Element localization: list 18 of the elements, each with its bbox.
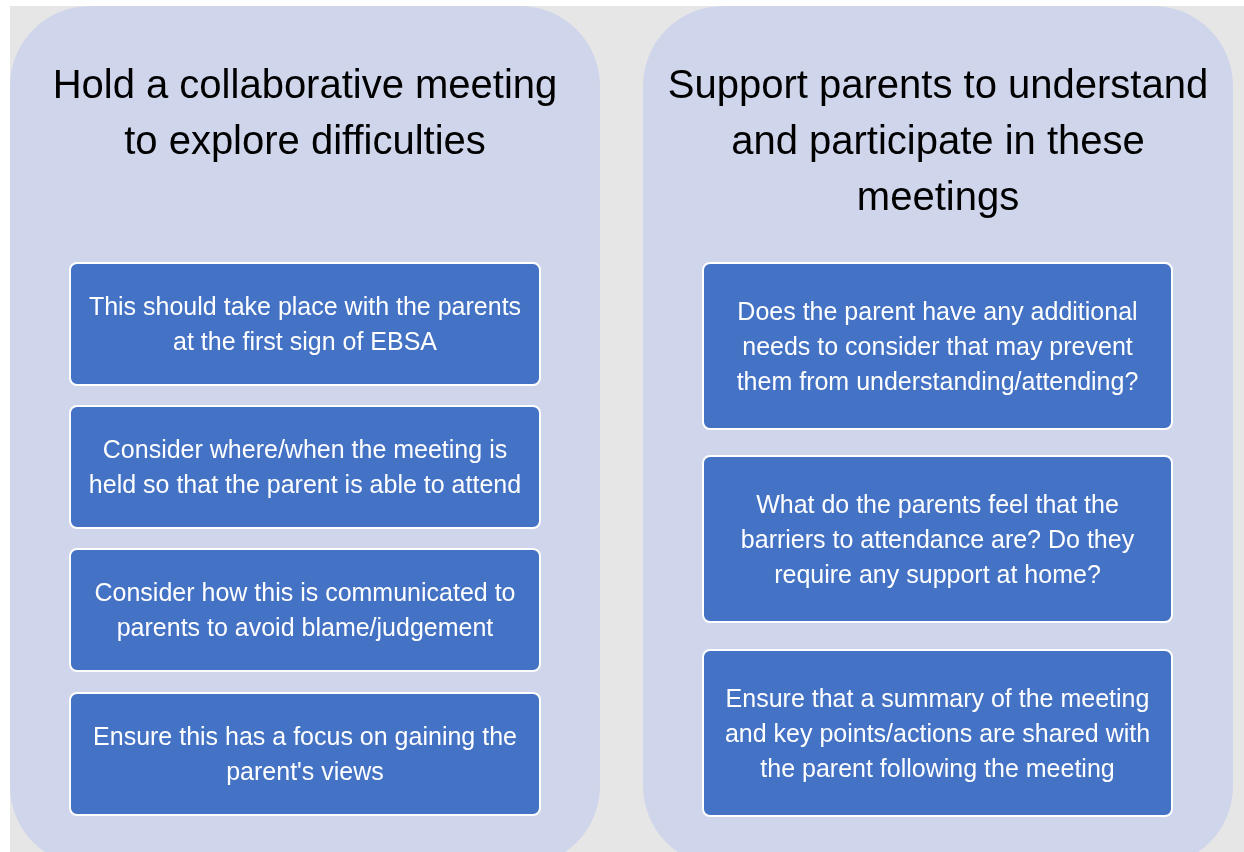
- step-text: What do the parents feel that the barriers to attendance are? Do they require any support at home?: [739, 488, 1136, 590]
- panel-heading: Support parents to understand and participate in these meetings: [667, 61, 1209, 220]
- step-box: [69, 692, 541, 816]
- step-box: [702, 455, 1173, 623]
- step-box: [69, 548, 541, 672]
- group-panel: [643, 6, 1233, 852]
- step-box: [69, 262, 541, 386]
- step-box: [702, 649, 1173, 817]
- step-box: [69, 405, 541, 529]
- step-text: This should take place with the parents at the first sign of EBSA: [87, 291, 523, 357]
- group-panel: [10, 6, 600, 852]
- step-text: Ensure this has a focus on gaining the parent's views: [92, 721, 518, 787]
- step-text: Consider where/when the meeting is held so that the parent is able to attend: [87, 434, 523, 500]
- panel-heading: Hold a collaborative meeting to explore difficulties: [51, 61, 559, 164]
- step-text: Consider how this is communicated to parents to avoid blame/judgement: [93, 577, 517, 643]
- step-box: [702, 262, 1173, 430]
- step-text: Does the parent have any additional needs to consider that may prevent them from understanding/attending?: [735, 295, 1140, 397]
- step-text: Ensure that a summary of the meeting and key points/actions are shared with the parent following the meeting: [723, 682, 1152, 784]
